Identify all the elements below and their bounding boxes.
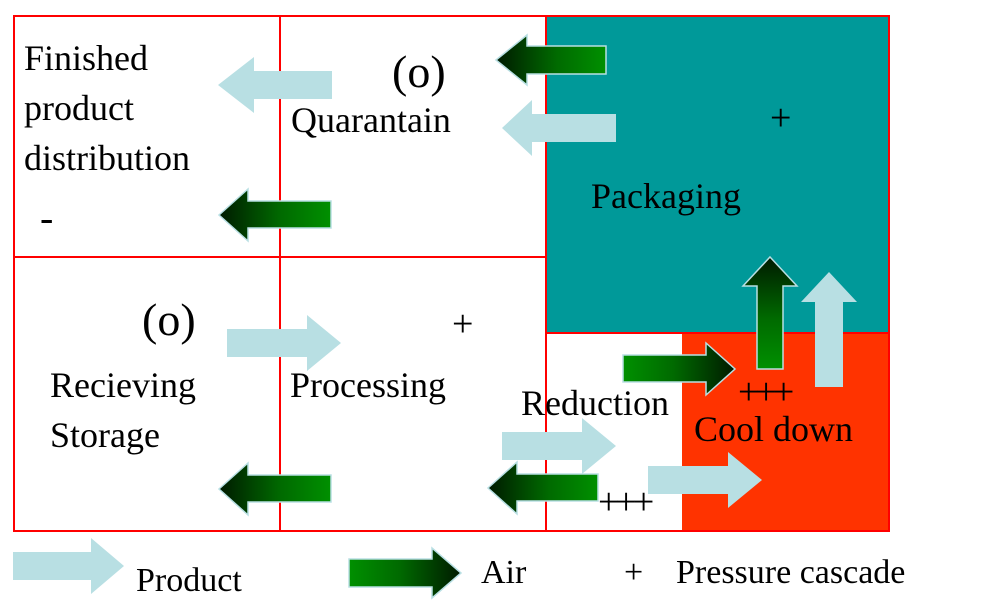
product-arrow-to-processing	[227, 315, 341, 371]
product-arrow-to-packaging	[801, 272, 857, 387]
quarantain-label: Quarantain	[291, 100, 451, 140]
product-arrow-to-finished	[218, 57, 332, 113]
legend-pressure-label: Pressure cascade	[676, 554, 906, 591]
grid-bottom	[13, 530, 890, 532]
grid-col2	[545, 15, 547, 532]
grid-right	[888, 15, 890, 532]
finished-label: Finished product distribution	[24, 38, 191, 178]
air-arrow-packaging-to-quarantain	[494, 33, 607, 87]
quarantain-pressure: (o)	[392, 46, 446, 97]
receiving-pressure: (o)	[142, 294, 196, 345]
air-arrow-quarantain-to-finished	[217, 187, 332, 243]
reduction-label: Reduction	[521, 383, 669, 423]
grid-col1	[279, 15, 281, 532]
legend-product-arrow-icon	[13, 538, 124, 594]
packaging-label: Packaging	[591, 176, 741, 216]
air-arrow-reduction-to-processing	[486, 460, 599, 516]
processing-label: Processing	[290, 365, 446, 405]
air-arrow-cooldown-to-packaging	[741, 255, 799, 370]
cooldown-label: Cool down	[694, 409, 854, 449]
product-arrow-to-quarantain	[502, 100, 616, 156]
processing-pressure: +	[452, 303, 474, 345]
product-arrow-to-cooldown	[648, 452, 762, 508]
legend-pressure-symbol: +	[624, 554, 644, 591]
legend-air-arrow-icon	[348, 546, 463, 600]
grid-top	[13, 15, 890, 17]
finished-pressure: -	[40, 195, 54, 240]
product-arrow-to-reduction	[502, 418, 616, 474]
air-arrow-processing-to-receiving	[217, 461, 332, 517]
grid-mid-right	[546, 332, 890, 334]
grid-left	[13, 15, 15, 532]
air-arrow-reduction-to-cooldown	[622, 341, 737, 397]
legend-product-label: Product	[136, 562, 242, 599]
packaging-pressure: +	[770, 97, 792, 139]
reduction-pressure: +++	[598, 481, 654, 523]
cooldown-pressure: +++	[738, 371, 794, 413]
legend-air-label: Air	[481, 554, 527, 591]
receiving-label: Recieving Storage	[50, 365, 196, 455]
